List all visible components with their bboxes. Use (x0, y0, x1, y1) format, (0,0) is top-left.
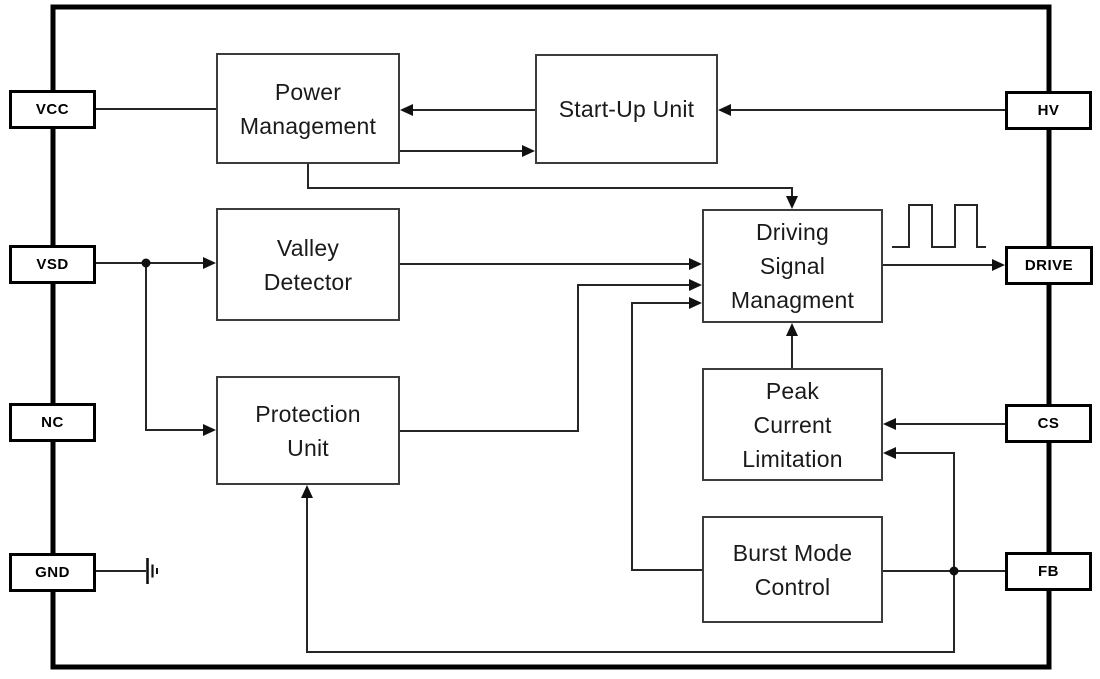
arrowhead (689, 297, 702, 309)
pin-label: FB (1038, 563, 1059, 580)
pin-label: VSD (36, 256, 69, 273)
block-label: Valley Detector (263, 234, 353, 295)
block-power-management: Power Management (216, 53, 400, 164)
pin-label: CS (1037, 415, 1060, 432)
block-peak-current-limitation: Peak Current Limitation (702, 368, 883, 481)
block-start-up-unit: Start-Up Unit (535, 54, 718, 164)
arrowhead (689, 279, 702, 291)
block-driving-signal-managment: Driving Signal Managment (702, 209, 883, 323)
wire-fb-to-protection-unit (306, 497, 955, 653)
arrowhead (718, 104, 731, 116)
block-label: Burst Mode Control (732, 539, 853, 600)
wire-fb-to-peak-current (895, 452, 955, 571)
pin-label: GND (35, 564, 70, 581)
arrowhead (203, 424, 216, 436)
pin-fb: FB (1005, 552, 1092, 591)
block-label: Peak Current Limitation (742, 377, 843, 472)
wire-power-management-to-driving (307, 164, 793, 197)
pin-label: DRIVE (1024, 257, 1074, 274)
block-label: Protection Unit (255, 400, 361, 461)
pin-label: VCC (35, 101, 70, 118)
arrowhead (301, 485, 313, 498)
pin-label: NC (41, 414, 64, 431)
arrowhead (203, 257, 216, 269)
pin-drive: DRIVE (1005, 246, 1093, 285)
pin-label: HV (1037, 102, 1060, 119)
block-burst-mode-control: Burst Mode Control (702, 516, 883, 623)
pin-cs: CS (1005, 404, 1092, 443)
pin-vsd: VSD (9, 245, 96, 284)
wire-burst-mode-to-driving (631, 302, 702, 571)
pin-hv: HV (1005, 91, 1092, 130)
chip-frame (50, 4, 1052, 670)
block-label: Power Management (239, 78, 377, 139)
arrowhead (522, 145, 535, 157)
pin-nc: NC (9, 403, 96, 442)
pulse-waveform-icon (892, 204, 986, 248)
arrowhead (883, 418, 896, 430)
junction-dot (949, 566, 959, 576)
ground-icon (146, 558, 158, 584)
arrowhead (883, 447, 896, 459)
arrowhead (689, 258, 702, 270)
pin-vcc: VCC (9, 90, 96, 129)
block-valley-detector: Valley Detector (216, 208, 400, 321)
block-protection-unit: Protection Unit (216, 376, 400, 485)
junction-dot (141, 258, 151, 268)
arrowhead (786, 196, 798, 209)
block-label: Driving Signal Managment (730, 219, 855, 313)
arrowhead (400, 104, 413, 116)
wire-protection-unit-to-driving (400, 284, 690, 432)
pin-gnd: GND (9, 553, 96, 592)
arrowhead (992, 259, 1005, 271)
wire-vsd-to-protection-unit (145, 263, 204, 431)
arrowhead (786, 323, 798, 336)
block-label: Start-Up Unit (558, 96, 695, 122)
